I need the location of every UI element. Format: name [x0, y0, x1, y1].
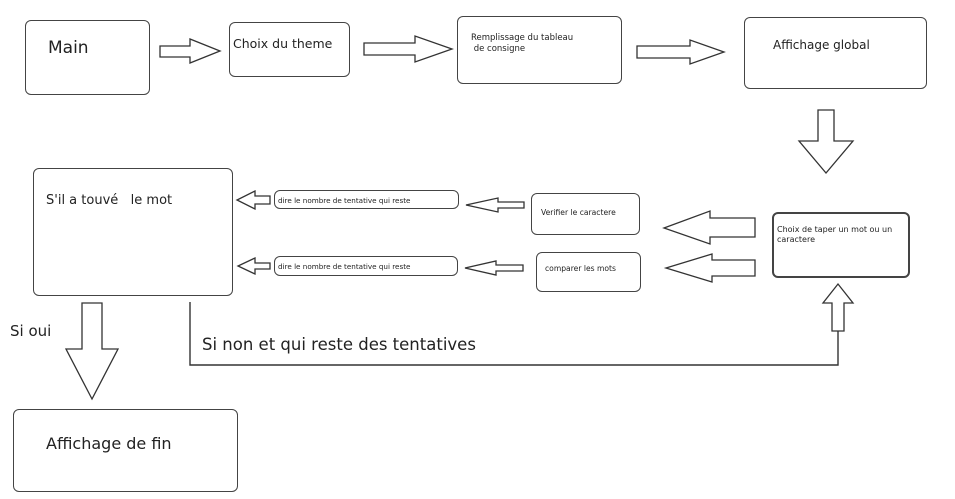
node-affichage-global-label: Affichage global — [773, 38, 870, 52]
arrow-dire2-to-trouve — [236, 256, 271, 276]
node-remplissage-box — [457, 16, 622, 84]
arrow-si-oui-down — [64, 302, 120, 401]
node-choix-taper-label: Choix de taper un mot ou un caractere — [777, 225, 893, 244]
node-trouve-box — [33, 168, 233, 296]
node-choix-taper-box — [772, 212, 910, 278]
arrow-verifier-to-dire1 — [465, 197, 525, 213]
node-comparer-box — [536, 252, 641, 292]
node-main-label: Main — [48, 38, 89, 58]
node-affichage-global-box — [744, 17, 927, 89]
node-dire-1-box — [274, 190, 459, 209]
loop-line-si-non — [189, 302, 839, 366]
node-remplissage-label: Remplissage du tableau de consigne — [471, 33, 574, 54]
node-dire-2-box — [274, 256, 458, 276]
arrow-loop-up — [821, 282, 855, 332]
edge-si-oui-label: Si oui — [10, 322, 52, 340]
arrow-remplissage-to-affichage — [636, 39, 726, 65]
arrow-theme-to-remplissage — [363, 35, 454, 63]
arrow-affichage-down — [797, 109, 855, 175]
node-affichage-fin-box — [13, 409, 238, 492]
node-comparer-label: comparer les mots — [545, 264, 616, 273]
node-dire-2-label: dire le nombre de tentative qui reste — [278, 262, 411, 271]
arrow-dire1-to-trouve — [235, 189, 271, 211]
node-affichage-fin-label: Affichage de fin — [46, 434, 172, 453]
arrow-choix-to-comparer — [663, 253, 756, 283]
edge-si-non-label: Si non et qui reste des tentatives — [202, 335, 476, 354]
node-choix-theme-label: Choix du theme — [233, 36, 333, 51]
node-verifier-box — [531, 193, 640, 235]
node-trouve-label: S'il a touvé le mot — [46, 193, 173, 208]
arrow-choix-to-verifier — [662, 210, 756, 245]
node-dire-1-label: dire le nombre de tentative qui reste — [278, 196, 411, 205]
node-main-box — [25, 20, 150, 95]
node-choix-theme-box — [229, 22, 350, 77]
arrow-comparer-to-dire2 — [464, 260, 524, 276]
arrow-main-to-theme — [159, 38, 222, 64]
node-verifier-label: Verifier le caractere — [541, 208, 616, 217]
